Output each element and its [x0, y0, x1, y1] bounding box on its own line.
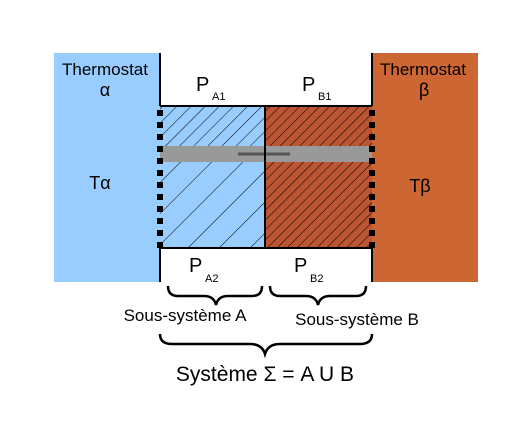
wall-dot: [369, 230, 375, 236]
svg-text:P: P: [302, 74, 315, 96]
system-brace: [158, 333, 374, 359]
wall-dot: [157, 230, 163, 236]
wall-dot: [157, 194, 163, 200]
subsystem-a-label: Sous-système A: [124, 306, 247, 325]
svg-text:P: P: [189, 255, 202, 277]
wall-dot: [157, 146, 163, 152]
svg-text:B2: B2: [310, 273, 323, 285]
subsystem-a-brace: [166, 285, 264, 306]
subsystem-a-lower-hatch: [160, 162, 265, 248]
wall-dot: [369, 206, 375, 212]
wall-dot: [369, 110, 375, 116]
pressure-b1-label: P B1: [302, 74, 331, 103]
wall-dot: [369, 218, 375, 224]
diathermal-wall-right: [369, 110, 375, 248]
wall-dot: [369, 194, 375, 200]
thermostat-alpha: [54, 53, 160, 282]
subsystem-b-hatch: [265, 106, 372, 248]
wall-dot: [369, 134, 375, 140]
thermostat-alpha-temperature: Tα: [89, 173, 110, 193]
wall-dot: [157, 158, 163, 164]
subsystem-b-brace: [268, 285, 368, 306]
wall-dot: [157, 242, 163, 248]
pressure-a2-label: P A2: [189, 255, 218, 285]
wall-dot: [157, 134, 163, 140]
system-label: Système Σ = A U B: [176, 363, 354, 386]
pressure-a1-label: P A1: [196, 74, 225, 103]
wall-dot: [157, 110, 163, 116]
thermostat-beta-temperature: Tβ: [409, 176, 430, 196]
wall-dot: [157, 218, 163, 224]
thermostat-beta-symbol: β: [419, 80, 429, 100]
container-walls: [159, 53, 373, 282]
svg-text:P: P: [196, 74, 209, 96]
diathermal-wall-left: [157, 110, 163, 248]
pressure-b2-label: P B2: [294, 255, 323, 285]
svg-text:B1: B1: [318, 91, 331, 103]
svg-text:P: P: [294, 255, 307, 277]
wall-dot: [369, 182, 375, 188]
thermostat-beta: [372, 53, 478, 282]
wall-dot: [157, 170, 163, 176]
subsystem-a-upper-hatch: [160, 106, 265, 146]
wall-dot: [157, 182, 163, 188]
wall-dot: [157, 206, 163, 212]
wall-dot: [369, 146, 375, 152]
svg-text:A1: A1: [212, 91, 225, 103]
wall-dot: [369, 170, 375, 176]
svg-text:A2: A2: [205, 273, 218, 285]
wall-dot: [157, 122, 163, 128]
thermostat-alpha-title: Thermostat: [62, 60, 148, 79]
thermostat-alpha-symbol: α: [100, 80, 110, 100]
wall-dot: [369, 122, 375, 128]
thermostat-beta-title: Thermostat: [380, 60, 466, 79]
wall-dot: [369, 242, 375, 248]
wall-dot: [369, 158, 375, 164]
subsystem-b-label: Sous-système B: [295, 310, 419, 329]
